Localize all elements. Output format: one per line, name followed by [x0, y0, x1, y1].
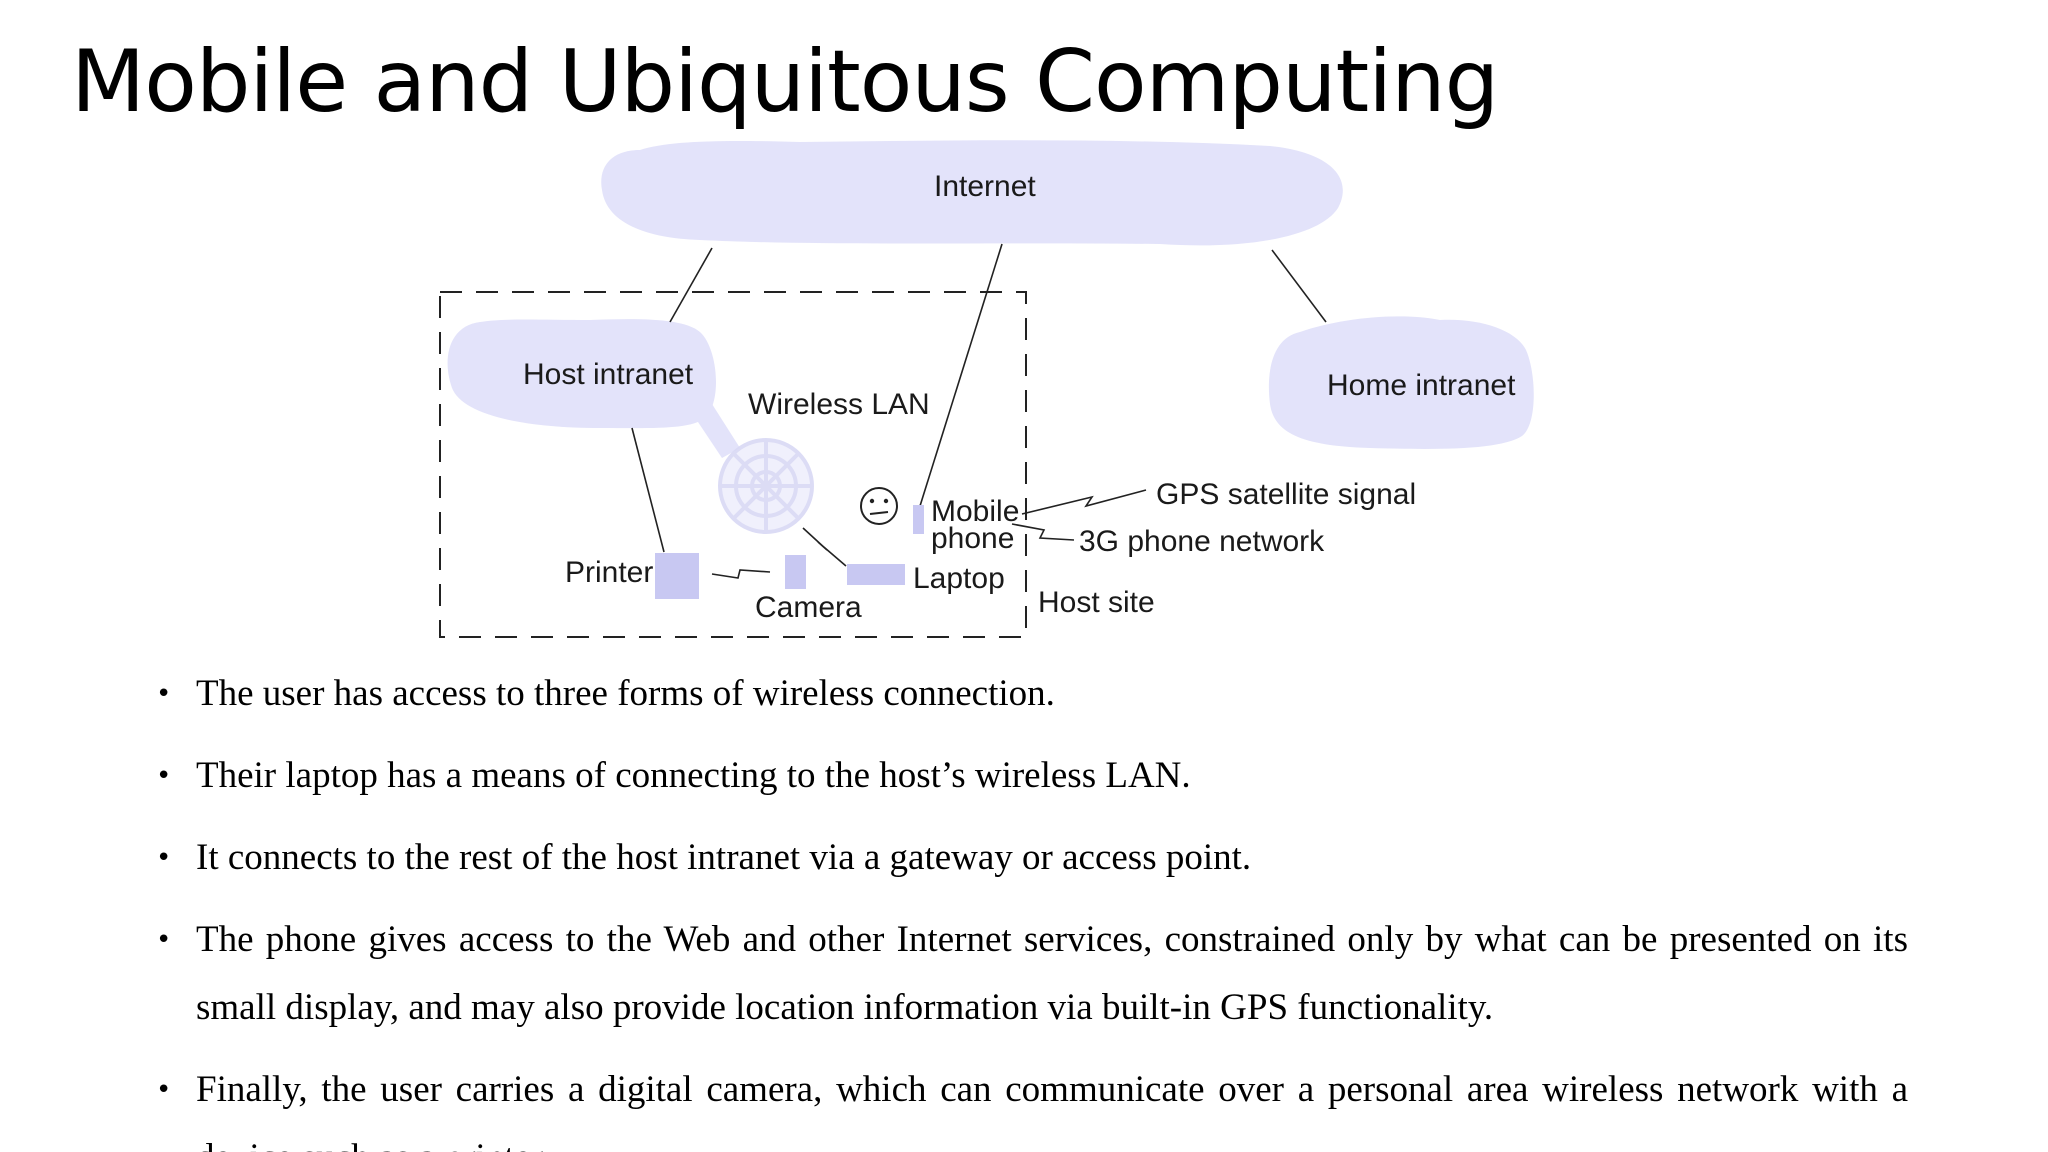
bullet-dot: • [156, 843, 172, 873]
bullet-text: Finally, the user carries a digital came… [196, 1069, 1908, 1152]
wireless-link-printer-camera [711, 569, 771, 579]
wireless-link-laptop [802, 527, 847, 567]
host-site-boundary [439, 291, 1027, 638]
bullet-item: • Their laptop has a means of connecting … [148, 742, 1908, 810]
internet-phone-link [919, 243, 1003, 507]
bullet-text: The user has access to three forms of wi… [196, 673, 1055, 714]
user-face-icon [860, 487, 898, 525]
network-diagram: Internet Host intranet Home intranet Wir… [439, 140, 1534, 638]
laptop-device [847, 564, 905, 585]
printer-device [655, 553, 699, 599]
phone-network-label: 3G phone network [1079, 525, 1325, 558]
phone-network-link [1011, 523, 1075, 541]
internet-host-link [669, 247, 713, 323]
gps-signal-link [1021, 489, 1147, 515]
mobile-label: Mobile [931, 495, 1019, 528]
gps-signal-label: GPS satellite signal [1156, 478, 1416, 511]
bullet-dot: • [156, 1075, 172, 1105]
host-intranet-cloud-tail [690, 404, 740, 458]
host-intranet-label: Host intranet [523, 358, 694, 391]
mobile-phone-device [913, 505, 924, 534]
internet-cloud [601, 140, 1343, 246]
internet-home-link [1271, 249, 1327, 323]
phone-label: phone [931, 522, 1014, 555]
bullet-text: The phone gives access to the Web and ot… [196, 919, 1908, 1028]
bullet-item: • It connects to the rest of the host int… [148, 824, 1908, 892]
internet-label: Internet [934, 170, 1036, 203]
slide-title: Mobile and Ubiquitous Computing [71, 32, 1499, 132]
bullet-item: • The phone gives access to the Web and o… [148, 906, 1908, 1042]
host-intranet-cloud [447, 319, 717, 429]
home-intranet-label: Home intranet [1327, 369, 1516, 402]
home-intranet-cloud [1268, 316, 1534, 449]
laptop-label: Laptop [913, 562, 1005, 595]
bullet-dot: • [156, 761, 172, 791]
bullet-item: • The user has access to three forms of w… [148, 660, 1908, 728]
camera-device [785, 555, 806, 589]
camera-label: Camera [755, 591, 862, 624]
bullet-text: It connects to the rest of the host intr… [196, 837, 1252, 878]
bullet-item: • Finally, the user carries a digital cam… [148, 1056, 1908, 1152]
printer-label: Printer [565, 556, 653, 589]
host-site-label: Host site [1038, 586, 1155, 619]
bullet-list: • The user has access to three forms of w… [148, 660, 1908, 1152]
bullet-dot: • [156, 925, 172, 955]
wireless-hub-icon [718, 438, 814, 534]
host-printer-link [631, 427, 665, 553]
bullet-dot: • [156, 679, 172, 709]
bullet-text: Their laptop has a means of connecting t… [196, 755, 1191, 796]
wireless-lan-label: Wireless LAN [748, 388, 930, 421]
